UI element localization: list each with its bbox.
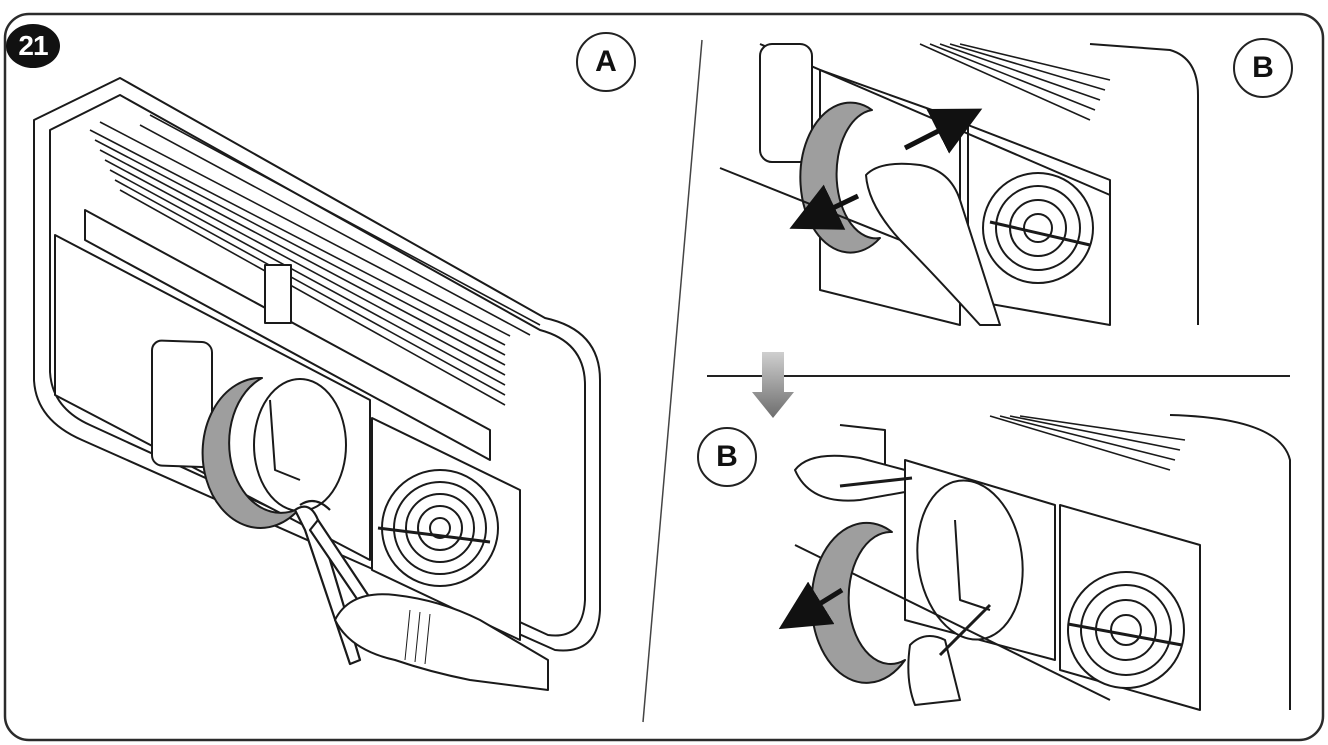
panel-b-bottom-illustration (778, 414, 1291, 711)
fan-grille-icon (381, 469, 499, 587)
arrow-icon (789, 184, 860, 230)
step-number-badge: 21 (6, 24, 60, 68)
hand-icon (334, 593, 549, 691)
arrow-icon (903, 108, 983, 154)
panel-a-illustration (33, 77, 601, 691)
panel-b-top-label: B (1233, 38, 1293, 98)
panel-divider-diagonal (642, 39, 703, 723)
arrow-icon (752, 352, 794, 418)
panel-a-label: A (576, 32, 636, 92)
outer-frame (3, 12, 1325, 742)
panel-b-bottom-label: B (697, 427, 757, 487)
arrow-icon (778, 581, 844, 630)
panel-b-top-illustration (719, 43, 1199, 326)
